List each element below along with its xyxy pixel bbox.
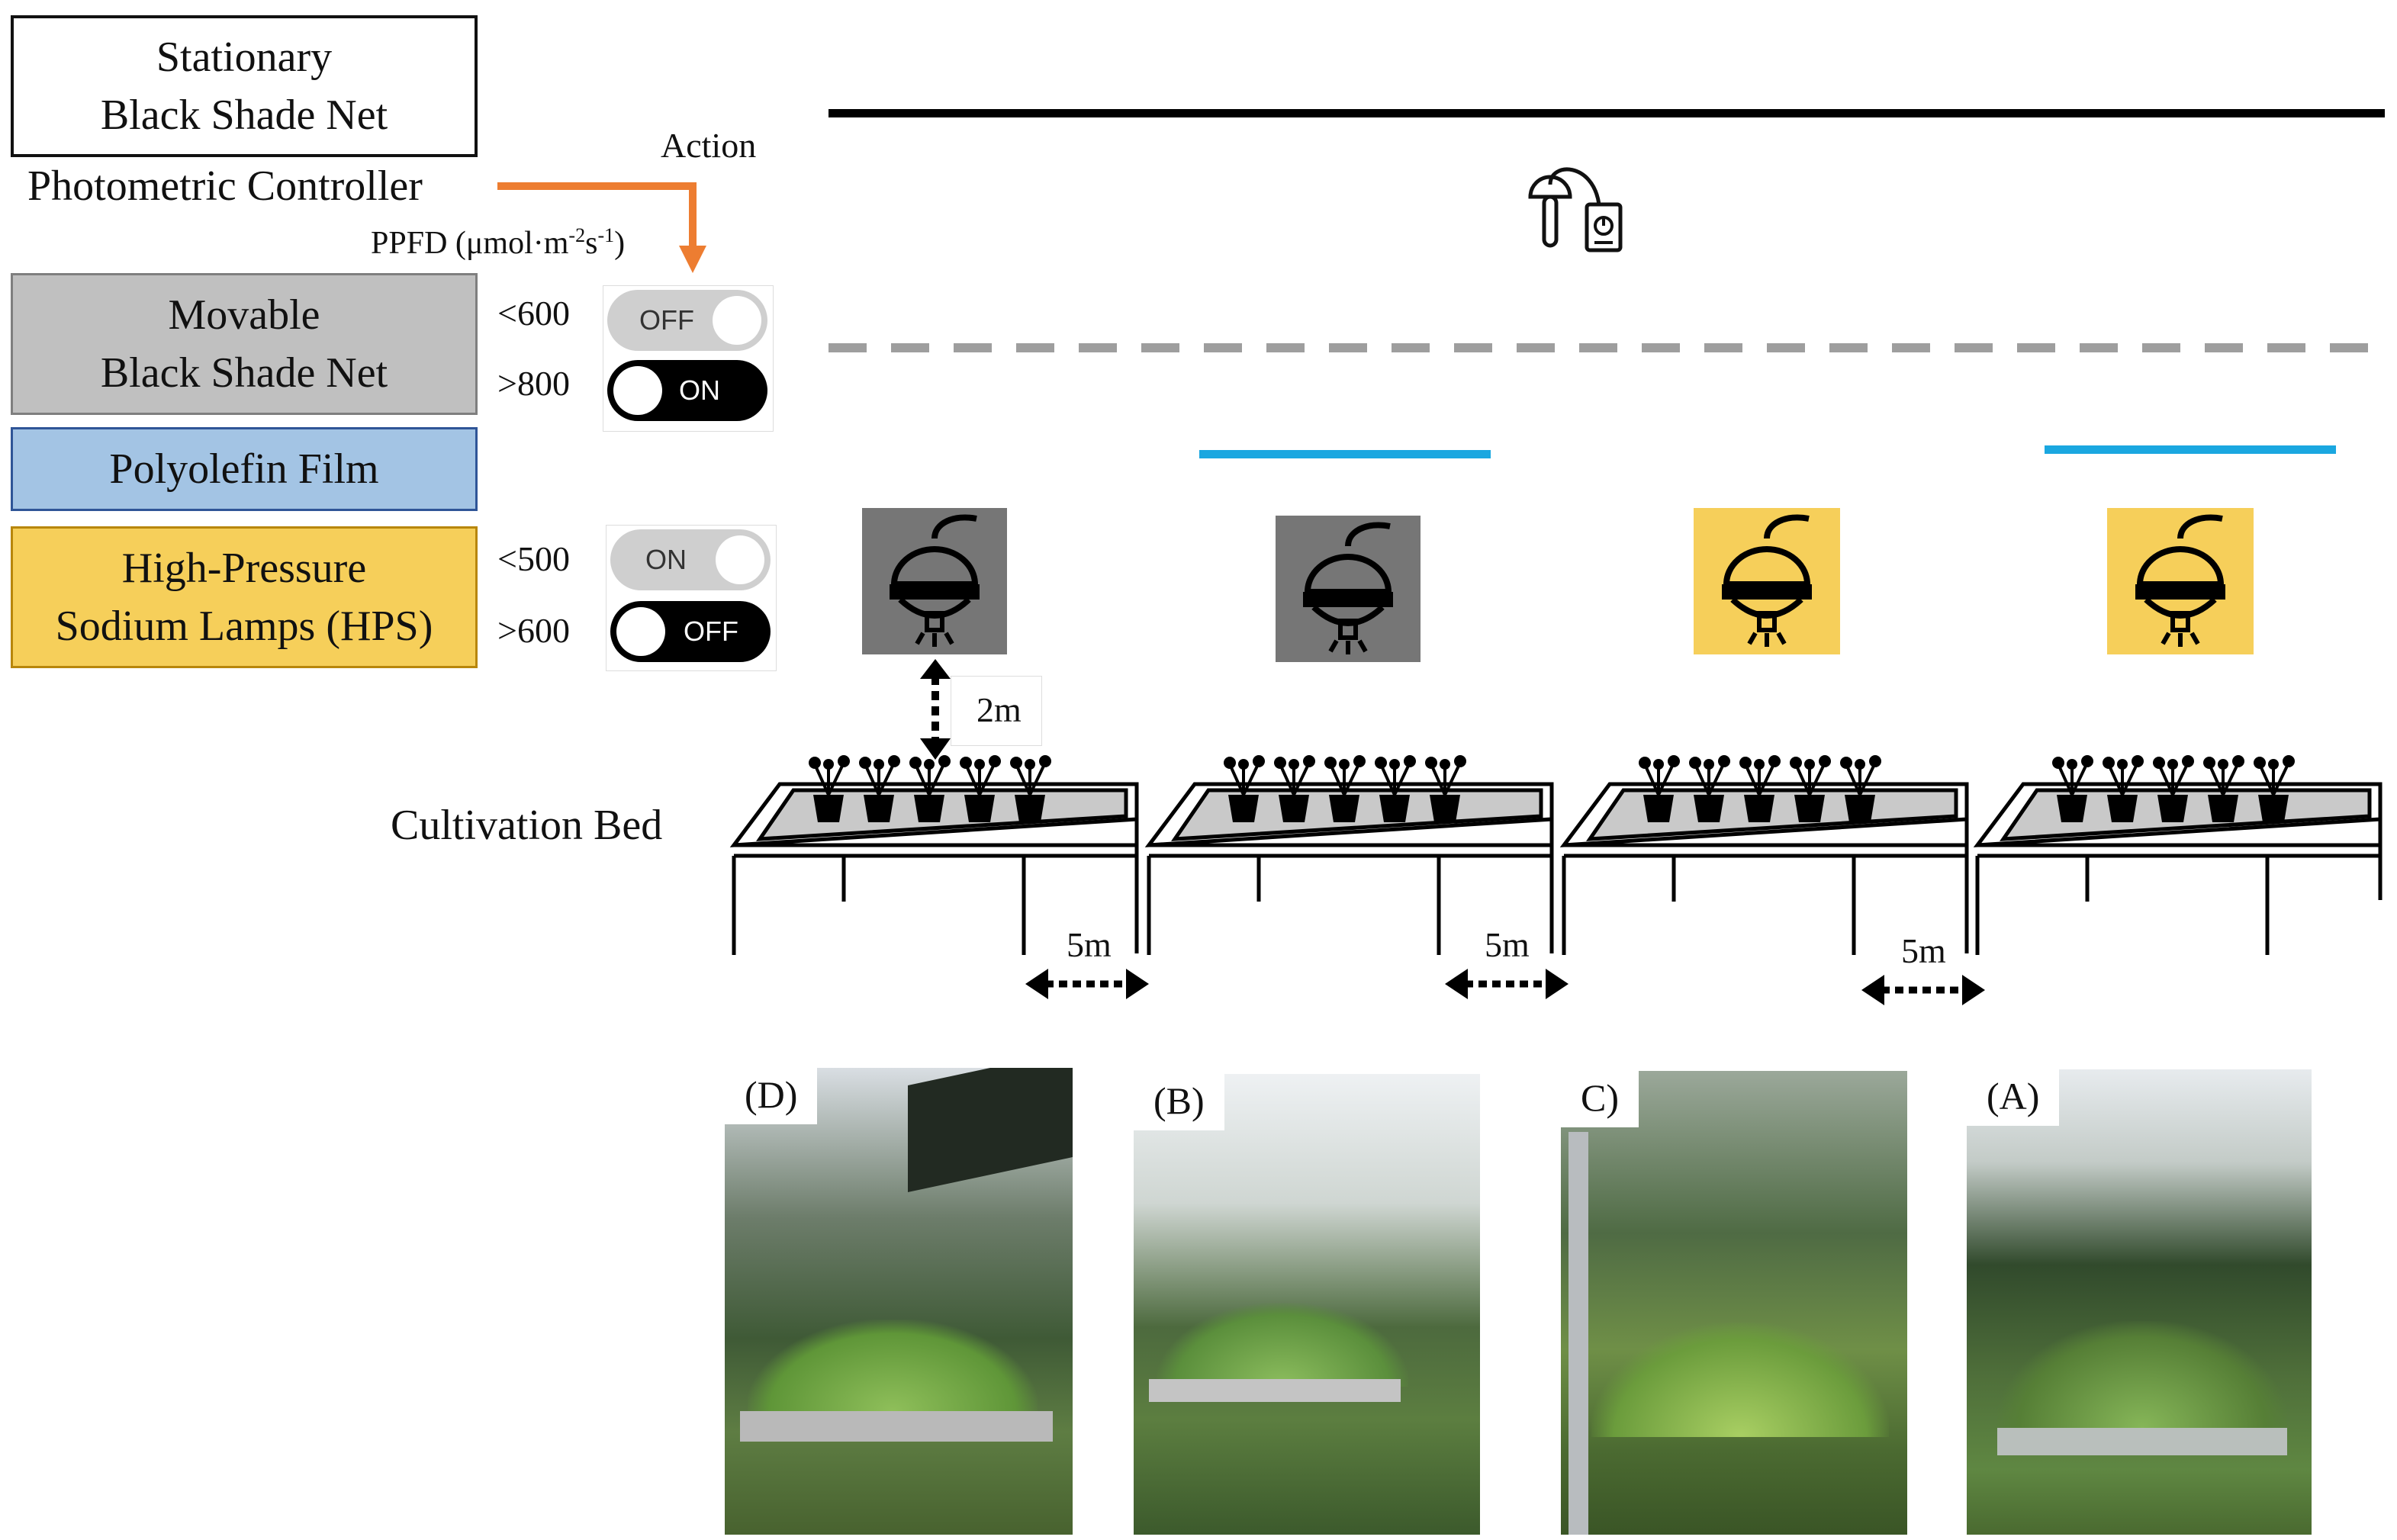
legend-movable-shade-net: Movable Black Shade Net xyxy=(11,273,478,415)
net-off-knob xyxy=(713,296,761,345)
legend-polyolefin-film: Polyolefin Film xyxy=(11,427,478,511)
spacing-arrow-2 xyxy=(1445,969,1569,999)
net-on-toggle[interactable]: ON xyxy=(607,360,767,421)
greenhouse-photo-d: (D) xyxy=(725,1068,1073,1535)
lamp-icon-d xyxy=(862,508,1007,654)
shade-net-overlay xyxy=(908,1068,1073,1192)
polyolefin-label: Polyolefin Film xyxy=(109,445,379,493)
hps-threshold-high: >600 xyxy=(497,611,570,650)
photo-plants xyxy=(1157,1303,1408,1387)
stationary-net-line xyxy=(828,109,2385,117)
movable-net-line1: Movable xyxy=(168,291,320,339)
stationary-net-line1: Stationary xyxy=(156,34,333,81)
photo-label-a: (A) xyxy=(1967,1069,2060,1126)
cultivation-bed-c xyxy=(1559,755,1969,955)
spacing-arrow-3 xyxy=(1861,975,1985,1005)
cultivation-bed-a xyxy=(1973,755,2383,955)
lamp-icon-c xyxy=(1694,508,1840,654)
cultivation-bed-d xyxy=(729,755,1139,955)
legend-stationary-shade-net: Stationary Black Shade Net xyxy=(11,15,478,157)
greenhouse-photo-b: (B) xyxy=(1134,1074,1480,1535)
spacing-label-3: 5m xyxy=(1901,931,1946,970)
hps-off-toggle[interactable]: OFF xyxy=(610,601,771,662)
ppfd-close: ) xyxy=(614,226,626,261)
cultivation-bed-b xyxy=(1144,755,1554,955)
lamp-icon-a xyxy=(2107,508,2254,654)
hps-on-knob xyxy=(716,535,764,584)
net-off-toggle[interactable]: OFF xyxy=(607,290,767,351)
hps-threshold-low: <500 xyxy=(497,539,570,578)
stationary-net-line2: Black Shade Net xyxy=(100,92,388,139)
ppfd-s: s xyxy=(585,226,598,261)
spacing-label-2: 5m xyxy=(1485,925,1530,964)
net-off-label: OFF xyxy=(639,304,694,336)
photo-plants xyxy=(1591,1323,1889,1437)
polyolefin-film-line-a xyxy=(2045,445,2336,454)
hps-off-knob xyxy=(616,607,665,656)
ppfd-exp2: -1 xyxy=(597,224,615,246)
movable-net-dashed-line xyxy=(828,343,2385,352)
action-label: Action xyxy=(661,126,757,165)
photo-plants xyxy=(748,1320,1038,1411)
photo-pole xyxy=(1569,1132,1588,1535)
hps-on-label: ON xyxy=(645,544,687,575)
photo-label-c: C) xyxy=(1561,1071,1639,1127)
photo-bench xyxy=(1149,1379,1401,1402)
net-threshold-low: <600 xyxy=(497,294,570,333)
height-arrow xyxy=(920,659,951,760)
photo-plants xyxy=(1997,1321,2287,1428)
photometric-controller-label: Photometric Controller xyxy=(27,162,423,210)
height-label: 2m xyxy=(976,690,1022,729)
net-on-label: ON xyxy=(679,375,720,406)
photo-label-b: (B) xyxy=(1134,1074,1224,1130)
photometric-sensor-icon xyxy=(1528,167,1623,252)
hps-line2: Sodium Lamps (HPS) xyxy=(55,603,433,650)
ppfd-text: PPFD (μmol·m xyxy=(371,226,569,261)
spacing-label-1: 5m xyxy=(1067,925,1112,964)
hps-line1: High-Pressure xyxy=(121,545,367,592)
height-label-box xyxy=(951,676,1042,746)
action-arrow xyxy=(497,182,706,273)
lamp-icon-b xyxy=(1276,516,1421,662)
net-on-knob xyxy=(613,366,662,415)
hps-off-label: OFF xyxy=(684,616,738,647)
cultivation-bed-label: Cultivation Bed xyxy=(391,802,663,849)
ppfd-exp1: -2 xyxy=(568,224,586,246)
photo-bench xyxy=(740,1411,1053,1442)
spacing-arrow-1 xyxy=(1025,969,1149,999)
ppfd-label: PPFD (μmol·m-2s-1) xyxy=(371,224,625,262)
greenhouse-photo-a: (A) xyxy=(1967,1069,2312,1535)
photo-bench xyxy=(1997,1428,2287,1455)
photo-label-d: (D) xyxy=(725,1068,818,1124)
hps-on-toggle[interactable]: ON xyxy=(610,529,771,590)
greenhouse-photo-c: C) xyxy=(1561,1071,1907,1535)
net-threshold-high: >800 xyxy=(497,364,570,403)
polyolefin-film-line-b xyxy=(1199,450,1491,458)
movable-net-line2: Black Shade Net xyxy=(100,349,388,397)
legend-hps-lamps: High-Pressure Sodium Lamps (HPS) xyxy=(11,526,478,668)
